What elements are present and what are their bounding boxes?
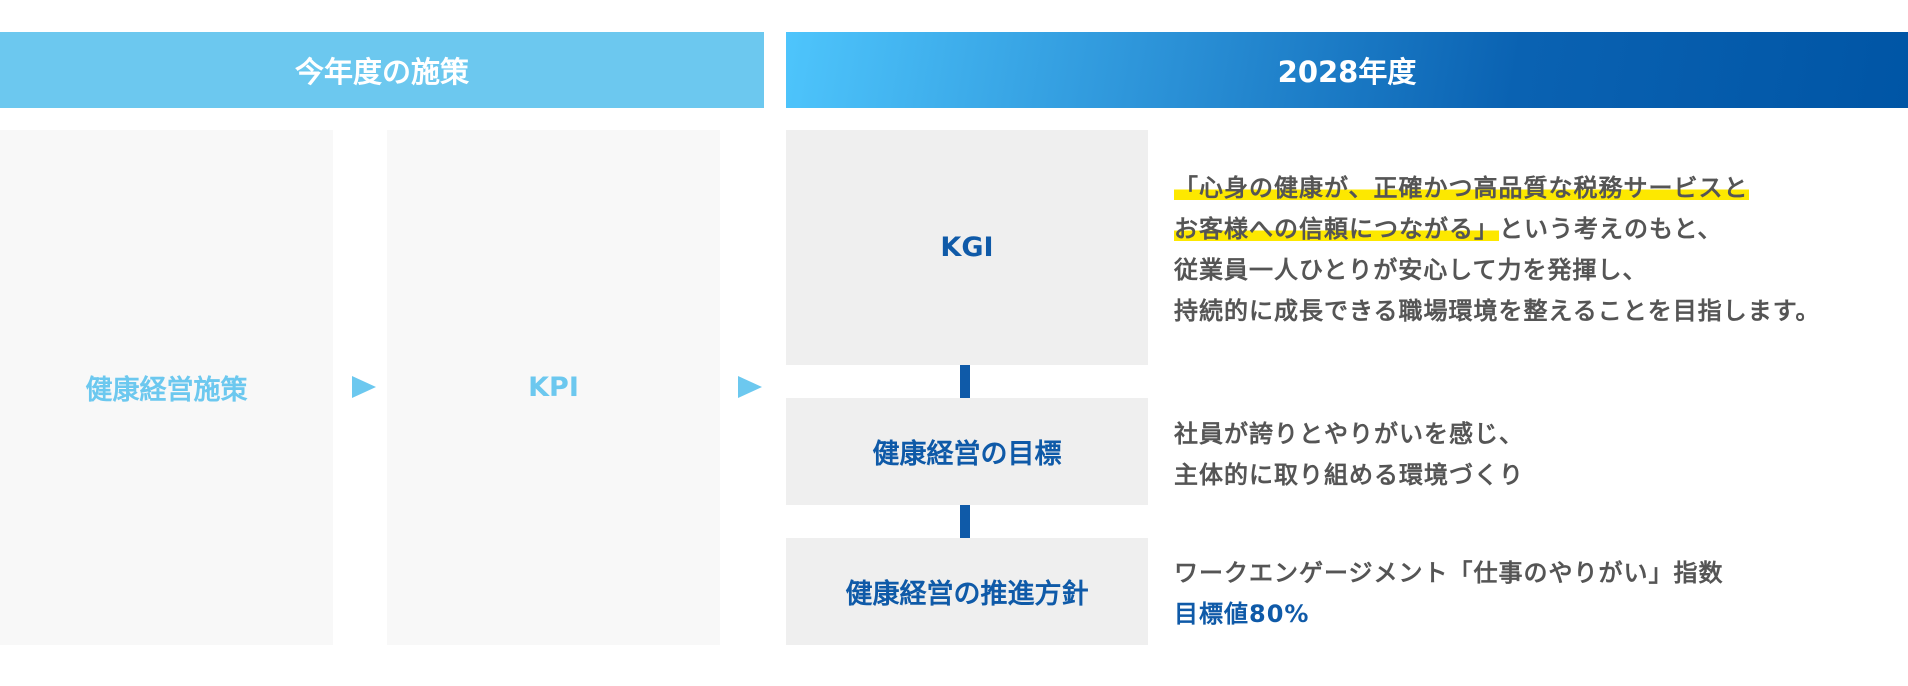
measures-column: 健康経営施策	[0, 130, 333, 645]
kgi-text: 従業員一人ひとりが安心して力を発揮し、	[1174, 256, 1648, 284]
policy-description: ワークエンゲージメント「仕事のやりがい」指数 目標値80%	[1174, 553, 1724, 635]
goal-label: 健康経営の目標	[872, 439, 1062, 470]
current-year-title: 今年度の施策	[294, 55, 469, 89]
kgi-label: KGI	[940, 232, 994, 263]
policy-text: ワークエンゲージメント「仕事のやりがい」指数	[1174, 559, 1724, 587]
kpi-label: KPI	[528, 372, 579, 403]
goal-box: 健康経営の目標	[786, 398, 1148, 505]
arrow-right-icon	[352, 376, 376, 398]
kpi-column: KPI	[387, 130, 720, 645]
kgi-description: 「心身の健康が、正確かつ高品質な税務サービスと お客様への信頼につながる」という…	[1174, 168, 1820, 332]
goal-description: 社員が誇りとやりがいを感じ、 主体的に取り組める環境づくり	[1174, 414, 1524, 496]
kgi-box: KGI	[786, 130, 1148, 365]
goal-text: 社員が誇りとやりがいを感じ、	[1174, 420, 1524, 448]
current-year-header: 今年度の施策	[0, 32, 764, 108]
target-value: 目標値80%	[1174, 600, 1310, 628]
arrow-right-icon	[738, 376, 762, 398]
target-year-header: 2028年度	[786, 32, 1908, 108]
policy-label: 健康経営の推進方針	[845, 579, 1089, 610]
goal-text: 主体的に取り組める環境づくり	[1174, 461, 1524, 489]
kgi-text: という考えのもと、	[1499, 215, 1723, 243]
measures-label: 健康経営施策	[85, 375, 248, 406]
connector-line	[960, 365, 970, 398]
highlighted-text: お客様への信頼につながる」	[1174, 215, 1499, 243]
target-year-title: 2028年度	[1277, 55, 1417, 89]
highlighted-text: 「心身の健康が、正確かつ高品質な税務サービスと	[1174, 174, 1749, 202]
connector-line	[960, 505, 970, 538]
policy-box: 健康経営の推進方針	[786, 538, 1148, 645]
kgi-text: 持続的に成長できる職場環境を整えることを目指します。	[1174, 297, 1821, 325]
